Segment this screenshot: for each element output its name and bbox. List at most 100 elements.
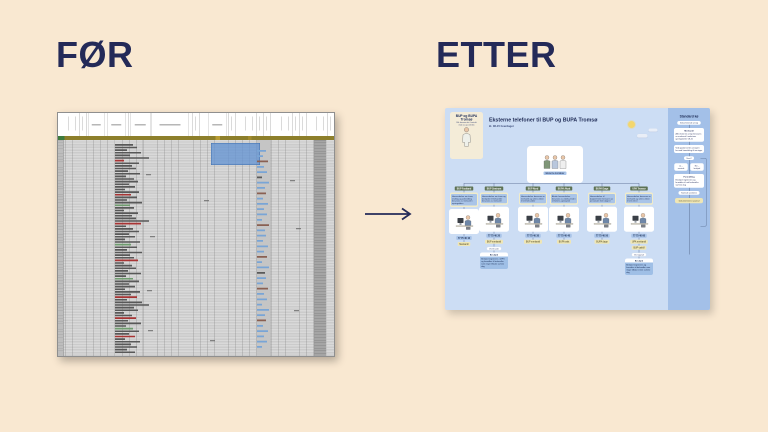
condition-pill: Ved opptatt (631, 252, 647, 257)
status-cell-bar (257, 240, 263, 242)
org-badge-title: BUP og BUPA Tromsø (455, 113, 478, 122)
person-at-desk-icon (455, 215, 474, 230)
status-cell-bar (257, 346, 262, 348)
cell-mark (294, 310, 299, 312)
filled-gray-column (314, 140, 327, 356)
cell-text-bar (115, 233, 129, 235)
status-cell-bar (257, 287, 268, 290)
unit-note-text: Henvendelser besvares av merkantil og se… (626, 194, 652, 204)
person-at-desk-icon (555, 213, 574, 228)
unit-note-text: Henvendelser besvares av merkantil og se… (520, 194, 546, 204)
status-cell-bar (257, 309, 269, 311)
cell-text-bar (115, 330, 139, 332)
sidebar-step-pill: Innkommende anrop (677, 121, 701, 125)
unit-phone-label: 77 75 40 30 (525, 233, 541, 238)
cell-text-bar (115, 193, 131, 196)
cell-text-bar (115, 351, 135, 353)
cell-text-bar (115, 275, 126, 277)
column-connector (638, 190, 640, 193)
column-connector (532, 237, 534, 240)
status-cell-bar (257, 218, 262, 221)
column-connector (638, 249, 640, 253)
unit-dept-label: BUP merkantil (524, 239, 542, 244)
unit-note-card: Henvendelser besvares av merkantil og se… (625, 192, 653, 205)
column-connector (638, 204, 640, 207)
person-at-desk-icon (593, 213, 612, 228)
sidebar-step-text: Alle eksterne anrop besvares av merkanti… (675, 132, 702, 140)
status-cell-bar (257, 245, 268, 248)
cell-text-bar (115, 343, 131, 346)
cell-text-bar (115, 262, 124, 264)
cell-text-bar (115, 241, 140, 243)
column-connector (493, 231, 495, 234)
cell-text-bar (115, 220, 149, 222)
cell-mark (147, 290, 152, 292)
column-connector (601, 237, 603, 240)
column-connector (563, 190, 565, 193)
column-connector (563, 231, 565, 234)
status-cell-bar (257, 181, 269, 184)
cloud-icon (648, 128, 658, 132)
column-connector (601, 231, 603, 234)
status-cell-bar (257, 319, 266, 322)
message-box-title: Beskjed (480, 252, 508, 257)
staff-illustration-box (549, 206, 579, 232)
cell-text-bar (115, 246, 137, 248)
column-connector (563, 183, 565, 187)
status-cell-bar (257, 256, 267, 258)
cell-text-bar (115, 212, 138, 214)
person-at-desk-icon (630, 213, 649, 228)
status-cell-bar (257, 282, 263, 285)
message-box-text: Beskjed registreres og formidles til beh… (626, 263, 651, 274)
cell-text-bar (115, 259, 138, 262)
cell-text-bar (115, 144, 133, 146)
status-cell-bar (257, 266, 269, 269)
cell-text-bar (115, 270, 128, 272)
before-spreadsheet (57, 112, 335, 357)
cell-text-bar (115, 304, 149, 306)
unit-header: BUP Fastland (454, 186, 474, 191)
sidebar-split-no: Nei – beskjed (690, 163, 704, 171)
cell-text-bar (115, 298, 127, 301)
spreadsheet-grid (58, 140, 334, 356)
sidebar-step-pill: Samtale avsluttes (678, 191, 700, 195)
cell-text-bar (115, 157, 149, 159)
cell-text-bar (115, 154, 130, 157)
status-cell-bar (257, 165, 264, 168)
column-connector (532, 183, 534, 187)
cell-text-bar (115, 256, 134, 259)
cell-text-bar (115, 207, 134, 209)
cell-selection-highlight (211, 143, 260, 165)
cell-text-bar (115, 309, 138, 311)
cell-text-bar (115, 348, 127, 351)
cell-text-bar (115, 272, 141, 275)
header-wide-cell (208, 113, 227, 136)
cell-mark (290, 180, 295, 182)
cell-text-bar (115, 188, 125, 191)
sidebar-step-box: Ved opptatt settes anropet i kø med køme… (674, 144, 704, 153)
connector-bus-line (464, 183, 639, 184)
cell-text-bar (115, 264, 132, 267)
unit-header: BUP Sentrum (484, 186, 504, 191)
status-cell-bar (257, 324, 263, 327)
cell-text-bar (115, 204, 130, 206)
unit-phone-label: 77 75 40 50 (594, 233, 610, 238)
rotated-header-text (58, 116, 334, 131)
status-cell-bar (257, 314, 265, 317)
cell-text-bar (115, 283, 129, 285)
status-cell-bar (257, 277, 266, 279)
cell-text-bar (115, 280, 139, 283)
after-title: ETTER (436, 34, 557, 75)
cell-mark (296, 228, 301, 230)
unit-phone-label: 77 75 40 10 (456, 236, 472, 241)
spreadsheet-inner (58, 113, 334, 356)
column-connector (563, 237, 565, 240)
status-cell-bar (257, 340, 267, 343)
cell-text-bar (115, 249, 127, 251)
staff-illustration-box (587, 206, 617, 232)
cell-mark (146, 174, 151, 176)
